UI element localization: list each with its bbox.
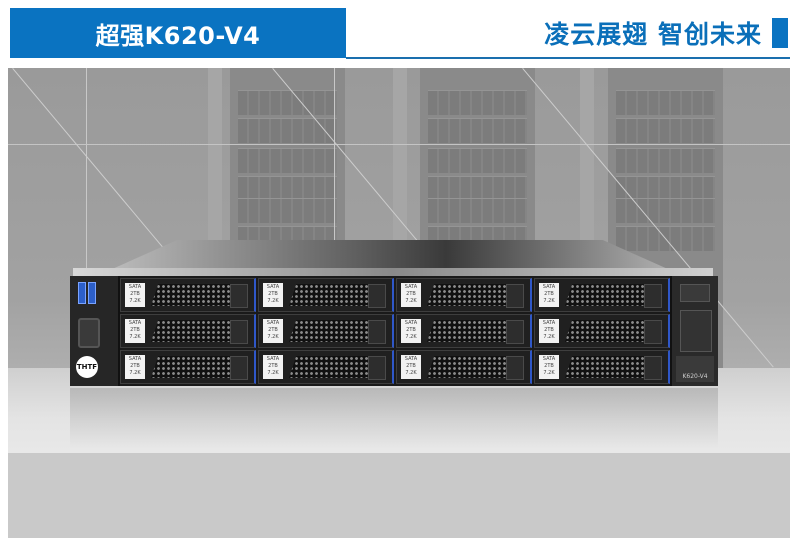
drive-label: SATA 2TB 7.2K (125, 319, 145, 343)
server-front-panel: THTF SATA 2TB 7.2K SATA 2TB 7.2K SATA 2T… (70, 276, 718, 386)
floor (8, 453, 790, 538)
control-buttons-icon (680, 310, 712, 352)
left-rack-ear: THTF (70, 276, 120, 386)
product-photo: THTF SATA 2TB 7.2K SATA 2TB 7.2K SATA 2T… (8, 68, 790, 538)
drive-latch (506, 356, 524, 380)
drive-label: SATA 2TB 7.2K (263, 355, 283, 379)
product-title: 超强K620-V4 (95, 21, 261, 50)
mesh-grille (151, 356, 241, 378)
drive-latch (368, 356, 386, 380)
mesh-grille (565, 356, 655, 378)
drive-latch (644, 284, 662, 308)
drive-bay: SATA 2TB 7.2K (534, 314, 670, 348)
drive-bay: SATA 2TB 7.2K (120, 314, 256, 348)
mesh-grille (151, 284, 241, 306)
header-title-band: 超强K620-V4 (10, 8, 346, 58)
drive-latch (506, 320, 524, 344)
drive-bay: SATA 2TB 7.2K (534, 350, 670, 384)
vga-port-icon (78, 318, 100, 348)
drive-bay: SATA 2TB 7.2K (258, 278, 394, 312)
mesh-grille (289, 356, 379, 378)
mesh-grille (151, 320, 241, 342)
mesh-grille (565, 284, 655, 306)
slogan-block: 凌云展翅 智创未来 (544, 14, 788, 52)
drive-bay: SATA 2TB 7.2K (396, 350, 532, 384)
drive-label: SATA 2TB 7.2K (401, 355, 421, 379)
drive-bay: SATA 2TB 7.2K (258, 314, 394, 348)
usb-ports-icon (78, 282, 96, 304)
drive-label: SATA 2TB 7.2K (539, 319, 559, 343)
drive-bay-grid: SATA 2TB 7.2K SATA 2TB 7.2K SATA 2TB 7.2… (120, 278, 670, 384)
drive-bay: SATA 2TB 7.2K (120, 278, 256, 312)
slogan-accent-bar (772, 18, 788, 48)
drive-label: SATA 2TB 7.2K (539, 283, 559, 307)
server-top-edge (73, 268, 713, 276)
drive-latch (230, 284, 248, 308)
mesh-grille (565, 320, 655, 342)
grid-line (86, 68, 87, 368)
grid-line (334, 68, 335, 368)
slogan-text: 凌云展翅 智创未来 (544, 20, 762, 49)
drive-latch (230, 356, 248, 380)
drive-bay: SATA 2TB 7.2K (396, 278, 532, 312)
drive-latch (644, 320, 662, 344)
server-top-cover (110, 240, 670, 270)
drive-label: SATA 2TB 7.2K (401, 319, 421, 343)
drive-latch (506, 284, 524, 308)
drive-bay: SATA 2TB 7.2K (120, 350, 256, 384)
grid-line (8, 144, 790, 145)
drive-bay: SATA 2TB 7.2K (396, 314, 532, 348)
drive-label: SATA 2TB 7.2K (263, 319, 283, 343)
model-label: K620-V4 (676, 356, 714, 382)
drive-latch (368, 320, 386, 344)
mesh-grille (427, 284, 517, 306)
drive-label: SATA 2TB 7.2K (539, 355, 559, 379)
right-rack-ear: K620-V4 (670, 276, 718, 386)
mesh-grille (289, 284, 379, 306)
brand-logo: THTF (76, 356, 98, 378)
drive-latch (368, 284, 386, 308)
drive-bay: SATA 2TB 7.2K (258, 350, 394, 384)
drive-label: SATA 2TB 7.2K (263, 283, 283, 307)
drive-label: SATA 2TB 7.2K (125, 355, 145, 379)
mesh-grille (427, 356, 517, 378)
drive-latch (644, 356, 662, 380)
drive-label: SATA 2TB 7.2K (125, 283, 145, 307)
mesh-grille (427, 320, 517, 342)
status-display-icon (680, 284, 710, 302)
header-divider (346, 57, 790, 59)
drive-bay: SATA 2TB 7.2K (534, 278, 670, 312)
server-reflection (70, 388, 718, 448)
mesh-grille (289, 320, 379, 342)
drive-latch (230, 320, 248, 344)
drive-label: SATA 2TB 7.2K (401, 283, 421, 307)
